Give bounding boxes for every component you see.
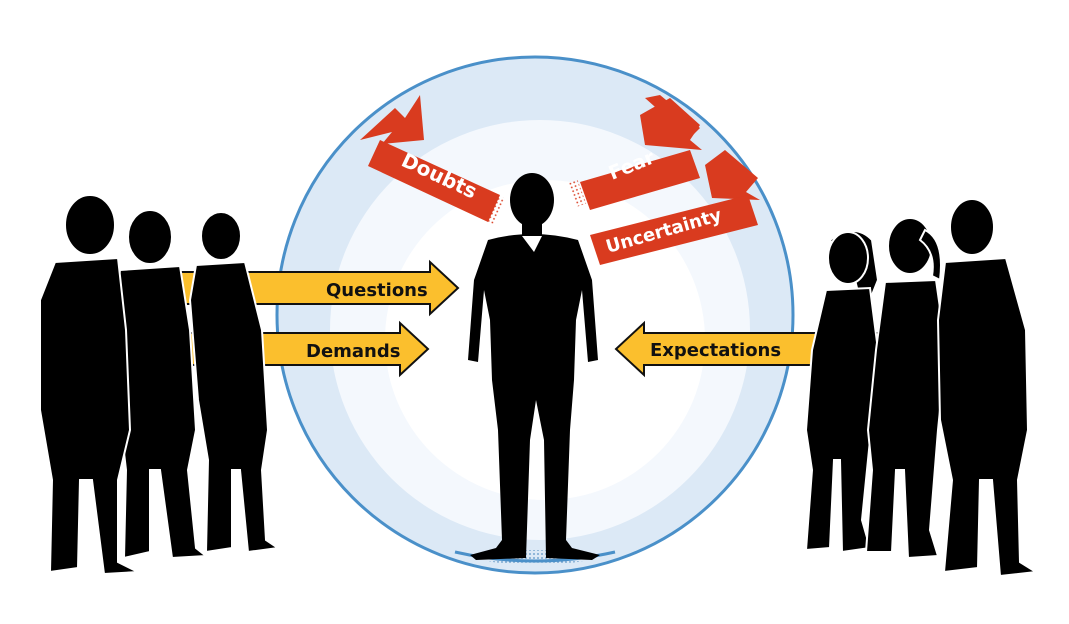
ribbon-fear: Fear (567, 95, 702, 210)
arrow-questions-label: Questions (326, 280, 428, 301)
arrow-demands-label: Demands (306, 341, 400, 362)
woman-silhouette-2 (864, 217, 948, 560)
group-of-people-silhouette-icon (804, 198, 1039, 578)
man-silhouette-4 (936, 198, 1039, 578)
businessman-silhouette-icon (468, 173, 600, 560)
man-silhouette-3 (188, 211, 281, 554)
group-of-men-silhouette-icon (39, 194, 281, 576)
man-silhouette-1 (39, 194, 142, 576)
woman-silhouette-1 (804, 230, 880, 554)
arrow-expectations-label: Expectations (650, 340, 781, 361)
man-silhouette-2 (114, 209, 209, 560)
